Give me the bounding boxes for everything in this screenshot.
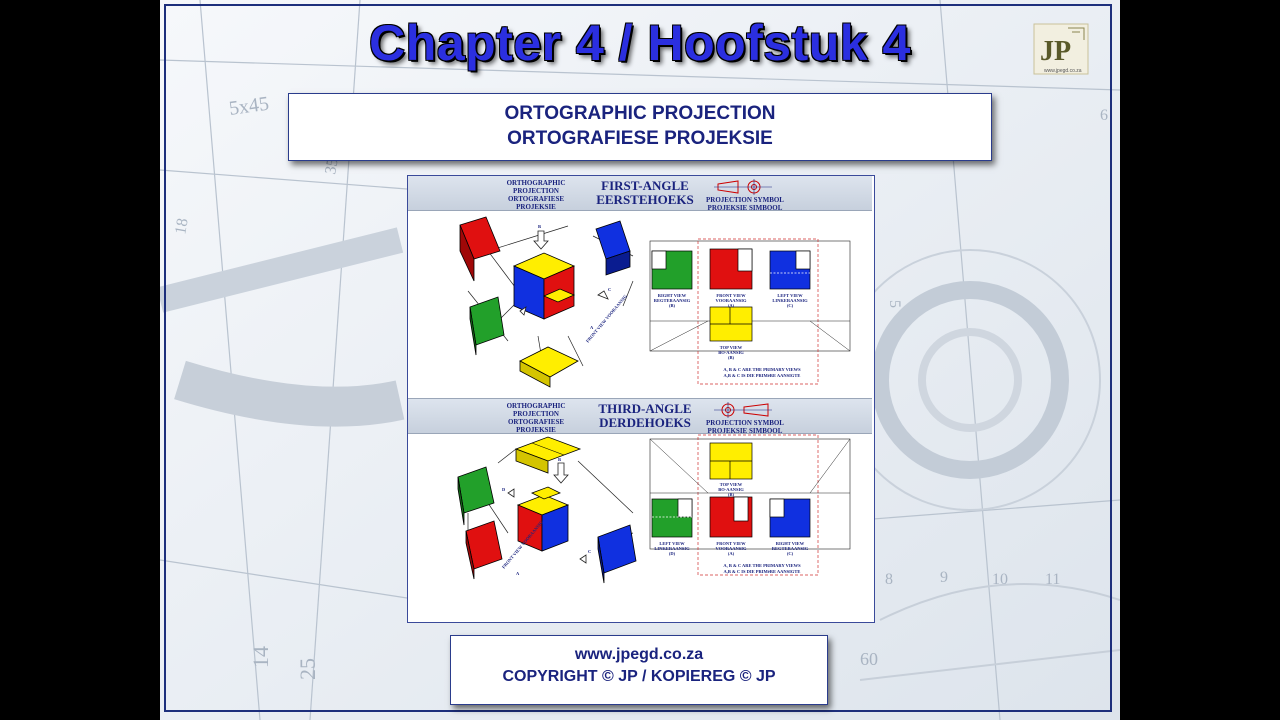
first-angle-symbol-icon [714,179,772,195]
footer-url[interactable]: www.jpegd.co.za [574,646,704,663]
svg-text:(B): (B) [669,303,676,308]
bg-number: 9 [940,569,948,586]
iso-yellow-face [519,346,579,388]
subtitle-line-2: ORTOGRAFIESE PROJEKSIE [507,128,773,149]
svg-text:(A): (A) [728,551,735,556]
primary-views-note: A, B & C ARE THE PRIMARY VIEWS [723,563,801,568]
svg-text:BO-AANSIG: BO-AANSIG [718,487,744,492]
third-angle-body: B D C A FRONT VIEW VOORAANSIG [457,434,851,584]
iso-yellow-face [514,436,582,474]
subtitle-line-1: ORTOGRAPHIC PROJECTION [504,103,776,124]
svg-text:A,B & C IS DIE PRIMêRE AANSIGT: A,B & C IS DIE PRIMêRE AANSIGTE [724,569,801,574]
svg-text:A,B & C IS DIE PRIMêRE AANSIGT: A,B & C IS DIE PRIMêRE AANSIGTE [724,373,801,378]
svg-text:(B): (B) [728,492,735,497]
arrow-b-label: B [558,457,561,462]
primary-views-note: A, B & C ARE THE PRIMARY VIEWS [723,367,801,372]
bg-number: 14 [248,646,273,668]
iso-central-object [516,486,570,552]
bg-number: 35 [322,157,342,176]
slide: 5x45 35 18 14 25 60 10 9 11 6 8 7 5 Chap… [160,0,1120,720]
third-angle-symbol-icon [714,402,772,418]
logo-letters: JP [1040,36,1072,67]
page-title: Chapter 4 / Hoofstuk 4 [369,15,911,71]
svg-text:(C): (C) [787,303,794,308]
arrow-c-label: C [588,549,591,554]
iso-blue-face [595,220,631,276]
svg-text:(B): (B) [728,355,735,360]
view-right-label: RIGHT VIEW [776,541,805,546]
arrow-icon [519,230,609,316]
bg-number: 6 [1100,107,1108,124]
bg-number: 25 [295,658,320,680]
arrow-d-label: D [502,487,506,492]
first-angle-ortho-views [649,238,851,385]
iso-front-label: FRONT VIEW VOORAANSIG [585,293,628,343]
arrow-b-label: B [538,224,541,229]
view-front-label: FRONT VIEW [716,293,746,298]
bg-number: 8 [885,571,893,588]
bg-number: 11 [1045,571,1060,588]
iso-blue-face [597,524,637,584]
iso-green-face [469,296,505,356]
logo-url: www.jpegd.co.za [1044,68,1082,74]
logo-mark-icon [1033,23,1089,75]
view-right-label: RIGHT VIEW [658,293,687,298]
arrow-icon [507,462,587,564]
svg-text:BO-AANSIG: BO-AANSIG [718,350,744,355]
arrow-c-label: C [608,287,611,292]
bg-number: 10 [992,571,1008,588]
svg-text:(D): (D) [669,551,676,556]
svg-text:REGTERAANSIG: REGTERAANSIG [772,546,809,551]
view-top-label: TOP VIEW [720,482,743,487]
view-left-label: LEFT VIEW [659,541,685,546]
footer-copyright: COPYRIGHT © JP / KOPIEREG © JP [502,668,776,685]
view-left-label: LEFT VIEW [777,293,803,298]
arrow-a-label: A [516,571,520,576]
svg-text:LINKERAANSIG: LINKERAANSIG [654,546,690,551]
iso-central-object [512,252,576,320]
jp-logo: JP www.jpegd.co.za [1032,22,1090,76]
svg-text:VOORAANSIG: VOORAANSIG [716,546,747,551]
bg-number: 60 [860,649,878,669]
first-angle-body: B C A FRONT VIEW VOORAANSIG [459,216,851,388]
bg-number: 5 [886,300,903,308]
footer-box: www.jpegd.co.za COPYRIGHT © JP / KOPIERE… [450,635,828,705]
iso-green-face [457,466,495,526]
third-angle-ortho-views [649,434,851,576]
iso-red-face [459,216,501,282]
iso-red-face [465,520,503,580]
svg-text:LINKERAANSIG: LINKERAANSIG [772,298,808,303]
view-top-label: TOP VIEW [720,345,743,350]
view-front-label: FRONT VIEW [716,541,746,546]
arrow-a-label: A [590,325,594,330]
svg-text:REGTERAANSIG: REGTERAANSIG [654,298,691,303]
svg-text:(A): (A) [728,303,735,308]
bg-number: 18 [172,217,192,236]
subtitle-box: ORTOGRAPHIC PROJECTION ORTOGRAFIESE PROJ… [288,93,992,161]
svg-text:VOORAANSIG: VOORAANSIG [716,298,747,303]
svg-text:(C): (C) [787,551,794,556]
